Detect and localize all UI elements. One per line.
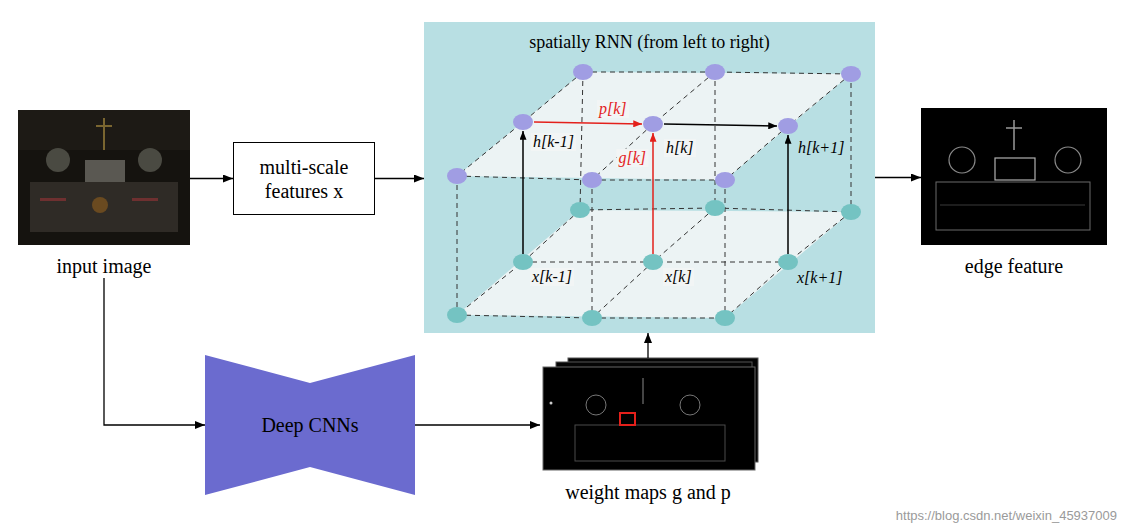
illustration-part <box>46 148 70 172</box>
illustration-part <box>85 160 125 182</box>
illustration-part <box>643 378 644 404</box>
hidden-state-dots <box>447 64 861 188</box>
illustration-part <box>1055 147 1081 173</box>
variable-label: h[k+1] <box>796 139 846 157</box>
illustration-part <box>457 72 583 176</box>
illustration-part <box>705 64 725 80</box>
illustration-part <box>103 118 105 150</box>
edge-map <box>921 108 1107 245</box>
grid-lines <box>457 72 851 318</box>
watermark: https://blog.csdn.net/weixin_45937009 <box>894 509 1119 524</box>
illustration-part <box>580 72 583 210</box>
illustration-part <box>715 172 735 188</box>
illustration-part <box>18 110 190 245</box>
illustration-part <box>787 135 789 254</box>
illustration-part <box>841 66 861 82</box>
variable-label: x[k-1] <box>530 268 574 286</box>
image-panel: weight maps g and p <box>540 358 756 504</box>
illustration-part <box>522 131 524 254</box>
variable-label: p[k] <box>597 100 629 118</box>
illustration-part <box>582 172 602 188</box>
illustration-part <box>534 122 642 124</box>
illustration-part <box>513 114 533 130</box>
illustration-part <box>940 205 1085 206</box>
illustration-part <box>138 148 162 172</box>
weight-map-stack <box>543 358 758 470</box>
illustration-part <box>725 180 726 318</box>
variable-label: h[k-1] <box>531 133 576 151</box>
variable-label: g[k] <box>616 149 648 167</box>
flow-arrow <box>190 178 233 179</box>
illustration-part <box>550 402 553 405</box>
process-box: multi-scale features x <box>233 142 375 215</box>
network-shape: Deep CNNs <box>205 355 415 495</box>
illustration-part <box>1013 120 1015 150</box>
flow-arrow <box>647 333 648 358</box>
node-text: edge feature <box>921 254 1107 278</box>
illustration-part <box>680 395 700 415</box>
illustration-part <box>1006 127 1022 129</box>
flow-arrow <box>104 278 205 425</box>
illustration-part <box>936 182 1090 230</box>
node-text: Deep CNNs <box>261 413 358 437</box>
illustration-part <box>715 72 716 208</box>
flow-arrow <box>415 424 540 425</box>
illustration-part <box>851 74 852 212</box>
node-text: spatially RNN (from left to right) <box>424 32 875 54</box>
illustration-part <box>457 176 458 315</box>
illustration-part <box>586 395 606 415</box>
illustration-part <box>447 307 467 323</box>
illustration-part <box>664 124 777 126</box>
variable-label: x[k] <box>663 268 694 286</box>
illustration-part <box>921 108 1107 245</box>
illustration-part <box>949 147 975 173</box>
illustration-part <box>643 254 663 270</box>
illustration-part <box>705 200 725 216</box>
shape-fill <box>205 355 415 495</box>
node-text: weight maps g and p <box>540 480 756 504</box>
illustration-part <box>18 110 190 150</box>
illustration-part <box>841 204 861 220</box>
illustration-part <box>778 254 798 270</box>
illustration-part <box>575 425 725 461</box>
variable-label: h[k] <box>664 139 696 157</box>
variable-label: x[k+1] <box>795 269 844 287</box>
input-dots <box>447 200 861 326</box>
rnn-arrows <box>523 122 788 254</box>
illustration-part <box>995 158 1035 180</box>
illustration-part <box>132 198 158 201</box>
illustration-part <box>573 64 593 80</box>
illustration-part <box>778 118 798 134</box>
illustration-part <box>96 125 112 127</box>
illustration-part <box>582 310 602 326</box>
image-panel: edge feature <box>921 108 1107 278</box>
illustration-part <box>570 202 590 218</box>
illustration-part <box>643 116 663 132</box>
illustration-part <box>592 180 593 318</box>
node-text: input image <box>18 254 190 278</box>
illustration-part <box>92 197 108 213</box>
illustration-part <box>652 133 654 254</box>
illustration-part <box>447 168 467 184</box>
image-panel: input image <box>18 108 190 278</box>
illustration-part <box>457 210 580 315</box>
illustration-part <box>447 64 861 326</box>
flow-arrow <box>375 178 424 179</box>
illustration-part <box>620 413 635 425</box>
illustration-part <box>543 367 755 470</box>
illustration-part <box>715 310 735 326</box>
top-plane <box>457 72 851 180</box>
node-text: multi-scale features x <box>240 155 368 203</box>
input-photo <box>18 110 190 245</box>
flow-arrow <box>875 177 921 178</box>
illustration-part <box>40 198 66 201</box>
bottom-plane <box>457 210 851 318</box>
illustration-part <box>30 182 178 232</box>
